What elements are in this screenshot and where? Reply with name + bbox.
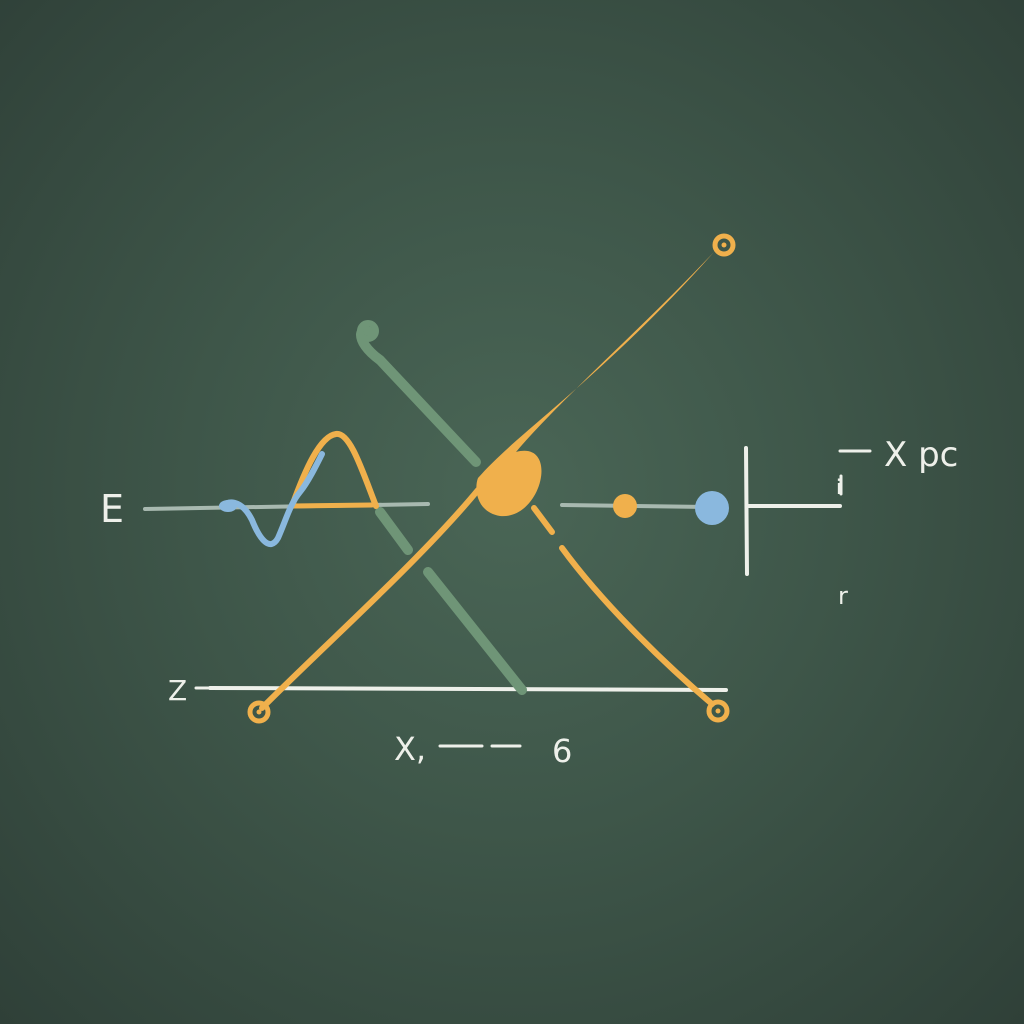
orange-peak bbox=[289, 431, 379, 509]
orange-main-diagonal bbox=[259, 487, 481, 711]
label-r: r bbox=[838, 582, 848, 610]
orange-point bbox=[613, 494, 637, 518]
orange-bottom-right-endpoint bbox=[706, 699, 730, 723]
blue-wave-node bbox=[219, 500, 237, 512]
orange-upper-swoosh bbox=[476, 252, 714, 517]
green-diagonal-lower bbox=[375, 507, 527, 695]
blue-wave bbox=[219, 451, 325, 547]
baseline bbox=[208, 686, 728, 692]
left-axis-line bbox=[143, 502, 430, 511]
blue-point bbox=[695, 491, 729, 525]
orange-top-endpoint bbox=[712, 233, 736, 257]
green-endpoint bbox=[357, 320, 379, 342]
orange-right-leg bbox=[531, 505, 715, 707]
bracket-vertical bbox=[744, 446, 749, 576]
green-diagonal-upper bbox=[356, 325, 481, 467]
orange-bottom-right-endpoint-dot bbox=[715, 708, 721, 714]
label-six: 6 bbox=[552, 732, 572, 770]
label-x-dash: X, bbox=[394, 730, 426, 768]
orange-peak-base bbox=[289, 502, 375, 509]
label-xp: X pc bbox=[884, 435, 958, 475]
label-e: E bbox=[100, 487, 124, 531]
label-z: Z bbox=[168, 674, 187, 707]
orange-top-endpoint-dot bbox=[721, 242, 727, 248]
orange-bottom-left-endpoint-dot bbox=[256, 709, 262, 715]
orange-bottom-left-endpoint bbox=[247, 700, 271, 724]
label-i: i bbox=[836, 475, 842, 499]
